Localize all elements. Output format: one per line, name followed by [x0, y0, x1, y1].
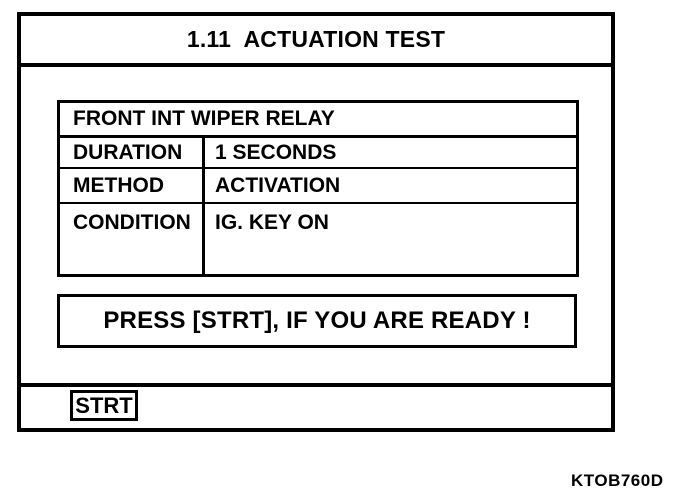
row-label: CONDITION: [60, 204, 205, 274]
footer-divider: [21, 383, 611, 387]
table-row-condition: CONDITION IG. KEY ON: [60, 204, 576, 274]
row-label: METHOD: [60, 169, 205, 202]
test-info-table: FRONT INT WIPER RELAY DURATION 1 SECONDS…: [57, 100, 579, 277]
test-item-header-row: FRONT INT WIPER RELAY: [60, 103, 576, 138]
title-bar: 1.11 ACTUATION TEST: [21, 16, 611, 67]
test-item-name: FRONT INT WIPER RELAY: [73, 107, 335, 130]
figure-code: KTOB760D: [571, 471, 664, 490]
actuation-test-window: 1.11 ACTUATION TEST FRONT INT WIPER RELA…: [17, 12, 615, 432]
table-row-method: METHOD ACTIVATION: [60, 169, 576, 204]
page-title: 1.11 ACTUATION TEST: [186, 26, 446, 52]
row-value: ACTIVATION: [215, 173, 341, 197]
row-value: IG. KEY ON: [215, 211, 329, 234]
row-value: 1 SECONDS: [215, 140, 337, 164]
prompt-message: PRESS [STRT], IF YOU ARE READY !: [103, 307, 531, 334]
table-row-duration: DURATION 1 SECONDS: [60, 138, 576, 169]
strt-button[interactable]: STRT: [70, 390, 138, 421]
row-label: DURATION: [60, 138, 205, 167]
prompt-message-box: PRESS [STRT], IF YOU ARE READY !: [57, 294, 577, 348]
